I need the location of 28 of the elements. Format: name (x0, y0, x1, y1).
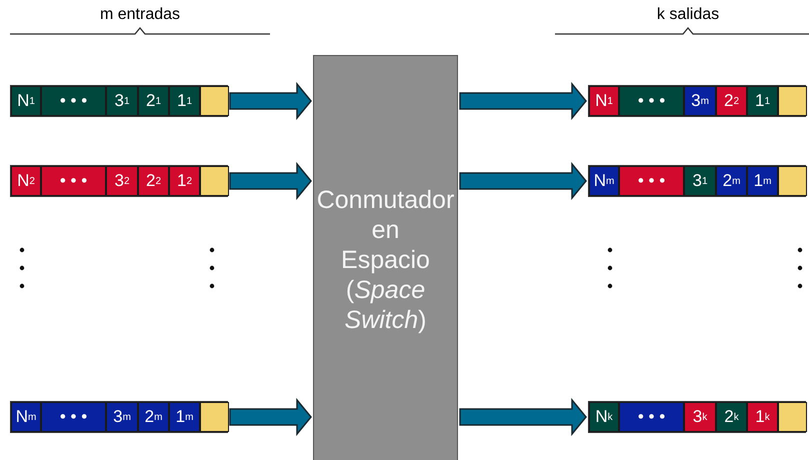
block-arrow (459, 162, 587, 200)
empty-slot (200, 402, 229, 432)
empty-slot (200, 86, 229, 116)
block-arrow (459, 82, 587, 120)
block-arrow (229, 398, 312, 436)
group-label: k salidas (656, 6, 720, 24)
time-slot: • • • (41, 86, 106, 116)
time-slot: • • • (619, 86, 684, 116)
frame-bar (10, 165, 228, 197)
empty-slot (778, 402, 807, 432)
time-slot: • • • (619, 166, 684, 196)
time-slot: • • • (41, 402, 106, 432)
time-slot: • • • (41, 166, 106, 196)
switch-label: Conmutador en Espacio (Space Switch) (316, 185, 456, 335)
switch-box (313, 55, 458, 460)
frame-bar (10, 85, 228, 117)
time-slot: • • • (619, 402, 684, 432)
block-arrow (229, 162, 312, 200)
frame-bar (588, 165, 806, 197)
empty-slot (200, 166, 229, 196)
empty-slot (778, 86, 807, 116)
frame-bar (588, 401, 806, 433)
group-label: m entradas (100, 6, 180, 24)
empty-slot (778, 166, 807, 196)
block-arrow (459, 398, 587, 436)
frame-bar (588, 85, 806, 117)
block-arrow (229, 82, 312, 120)
frame-bar (10, 401, 228, 433)
